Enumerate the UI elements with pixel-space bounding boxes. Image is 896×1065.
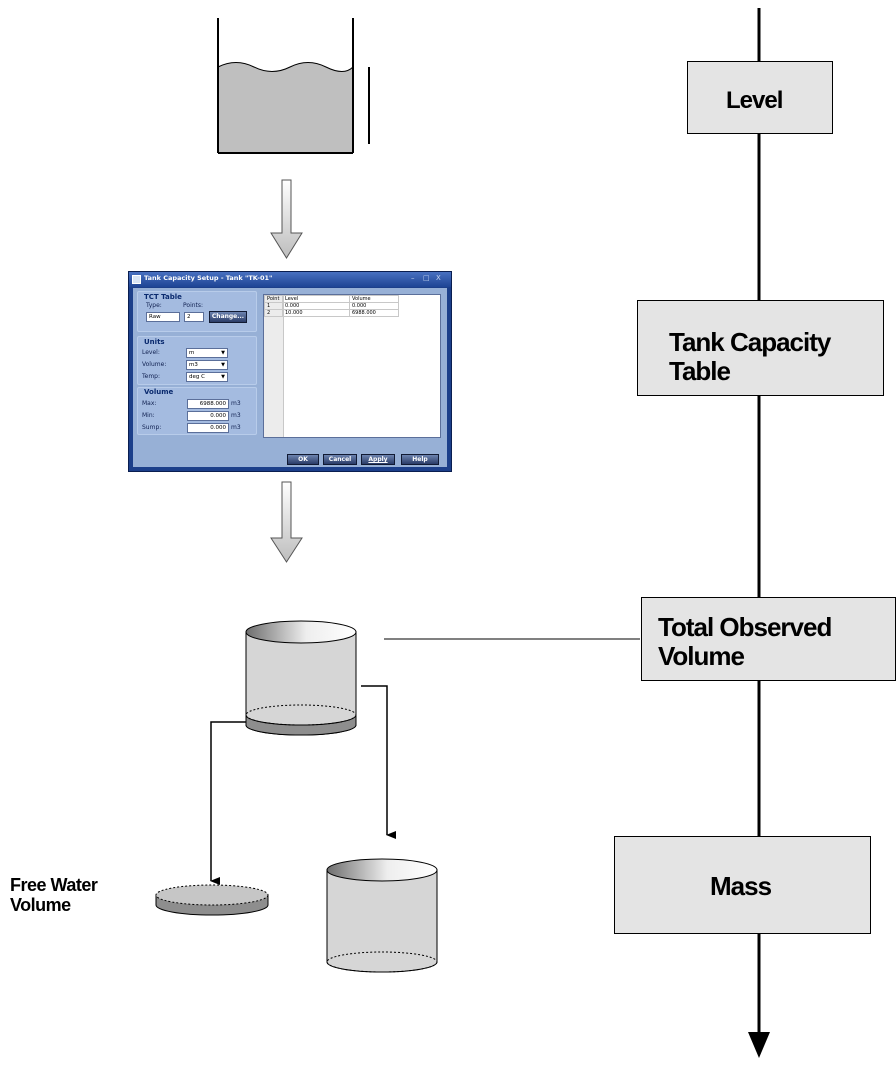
level-unit-label: Level: (142, 349, 160, 356)
table-header-row: Point Level Volume (264, 295, 399, 303)
chevron-down-icon: ▼ (221, 362, 225, 368)
minimize-icon[interactable]: – (411, 274, 415, 282)
stage-box-mass: Mass (614, 836, 871, 934)
stage-label-tov-line1: Total Observed (658, 612, 832, 642)
row-level[interactable]: 10.000 (282, 309, 350, 317)
volume-unit-label: Volume: (142, 361, 167, 368)
stage-box-tank-capacity-table: Tank Capacity Table (637, 300, 884, 396)
row-point: 2 (264, 309, 283, 317)
dialog-titlebar: Tank Capacity Setup - Tank "TK-01" – □ X (129, 272, 451, 287)
table-row[interactable]: 1 0.000 0.000 (264, 302, 399, 310)
sump-volume-field[interactable]: 0.000 (187, 423, 229, 433)
max-label: Max: (142, 400, 157, 407)
stage-box-level: Level (687, 61, 833, 134)
row-volume[interactable]: 0.000 (349, 302, 399, 310)
header-point: Point (264, 295, 283, 303)
close-icon[interactable]: X (436, 274, 441, 282)
row-point: 1 (264, 302, 283, 310)
row-volume[interactable]: 6988.000 (349, 309, 399, 317)
stage-label-tov-line2: Volume (658, 641, 745, 671)
stage-label-level: Level (726, 87, 783, 114)
arrow-to-free-water (210, 721, 246, 885)
min-unit: m3 (231, 412, 241, 419)
stage-box-total-observed-volume: Total Observed Volume (641, 597, 896, 681)
header-volume: Volume (349, 295, 399, 303)
chevron-down-icon: ▼ (221, 350, 225, 356)
temp-unit-value: deg C (189, 374, 205, 380)
points-label: Points: (183, 302, 204, 309)
tct-group-title: TCT Table (144, 293, 182, 301)
volume-unit-value: m3 (189, 362, 198, 368)
down-arrow-2 (270, 481, 303, 563)
units-group-title: Units (144, 338, 165, 346)
tct-points-table[interactable]: Point Level Volume 1 0.000 0.000 2 10.00… (263, 294, 441, 438)
ok-button[interactable]: OK (287, 454, 319, 465)
min-volume-field[interactable]: 0.000 (187, 411, 229, 421)
free-water-label-line1: Free Water (10, 875, 98, 895)
tank-level-illustration (217, 18, 370, 154)
min-label: Min: (142, 412, 155, 419)
maximize-icon[interactable]: □ (423, 274, 430, 282)
total-volume-cylinder (245, 620, 357, 736)
tct-grid: Point Level Volume 1 0.000 0.000 2 10.00… (264, 295, 399, 317)
dialog-title: Tank Capacity Setup - Tank "TK-01" (144, 274, 273, 282)
dialog-client-area: TCT Table Type: Points: Raw 2 Change... … (133, 288, 447, 467)
temp-unit-label: Temp: (142, 373, 161, 380)
chevron-down-icon: ▼ (221, 374, 225, 380)
down-arrow-1 (270, 179, 303, 259)
cancel-button[interactable]: Cancel (323, 454, 357, 465)
type-field[interactable]: Raw (146, 312, 180, 322)
tct-table-group: TCT Table Type: Points: Raw 2 Change... (137, 291, 257, 332)
row-level[interactable]: 0.000 (282, 302, 350, 310)
free-water-disc (155, 884, 269, 916)
max-unit: m3 (231, 400, 241, 407)
free-water-volume-label: Free Water Volume (10, 875, 98, 915)
arrow-to-net-volume (361, 685, 396, 839)
header-level: Level (282, 295, 350, 303)
row-header-column (264, 295, 284, 437)
net-volume-cylinder (326, 858, 438, 973)
sump-unit: m3 (231, 424, 241, 431)
apply-button[interactable]: Apply (361, 454, 395, 465)
window-app-icon (132, 275, 141, 284)
max-volume-field[interactable]: 6988.000 (187, 399, 229, 409)
volume-group-title: Volume (144, 388, 174, 396)
type-label: Type: (146, 302, 162, 309)
temp-unit-select[interactable]: deg C ▼ (186, 372, 228, 382)
volume-unit-select[interactable]: m3 ▼ (186, 360, 228, 370)
volume-group: Volume Max: 6988.000 m3 Min: 0.000 m3 Su… (137, 387, 257, 435)
tank-capacity-setup-dialog: Tank Capacity Setup - Tank "TK-01" – □ X… (128, 271, 452, 472)
help-button[interactable]: Help (401, 454, 439, 465)
units-group: Units Level: m▼ Volume: m3▼ Temp: deg C▼ (137, 336, 257, 385)
level-unit-select[interactable]: m▼ (186, 348, 228, 358)
stage-label-tct-line1: Tank Capacity (669, 327, 831, 357)
sump-label: Sump: (142, 424, 162, 431)
free-water-label-line2: Volume (10, 895, 71, 915)
points-field[interactable]: 2 (184, 312, 204, 322)
stage-label-mass: Mass (710, 871, 772, 901)
level-unit-value: m (189, 350, 195, 356)
stage-label-tct-line2: Table (669, 356, 731, 386)
change-button[interactable]: Change... (209, 311, 247, 323)
table-row[interactable]: 2 10.000 6988.000 (264, 309, 399, 317)
